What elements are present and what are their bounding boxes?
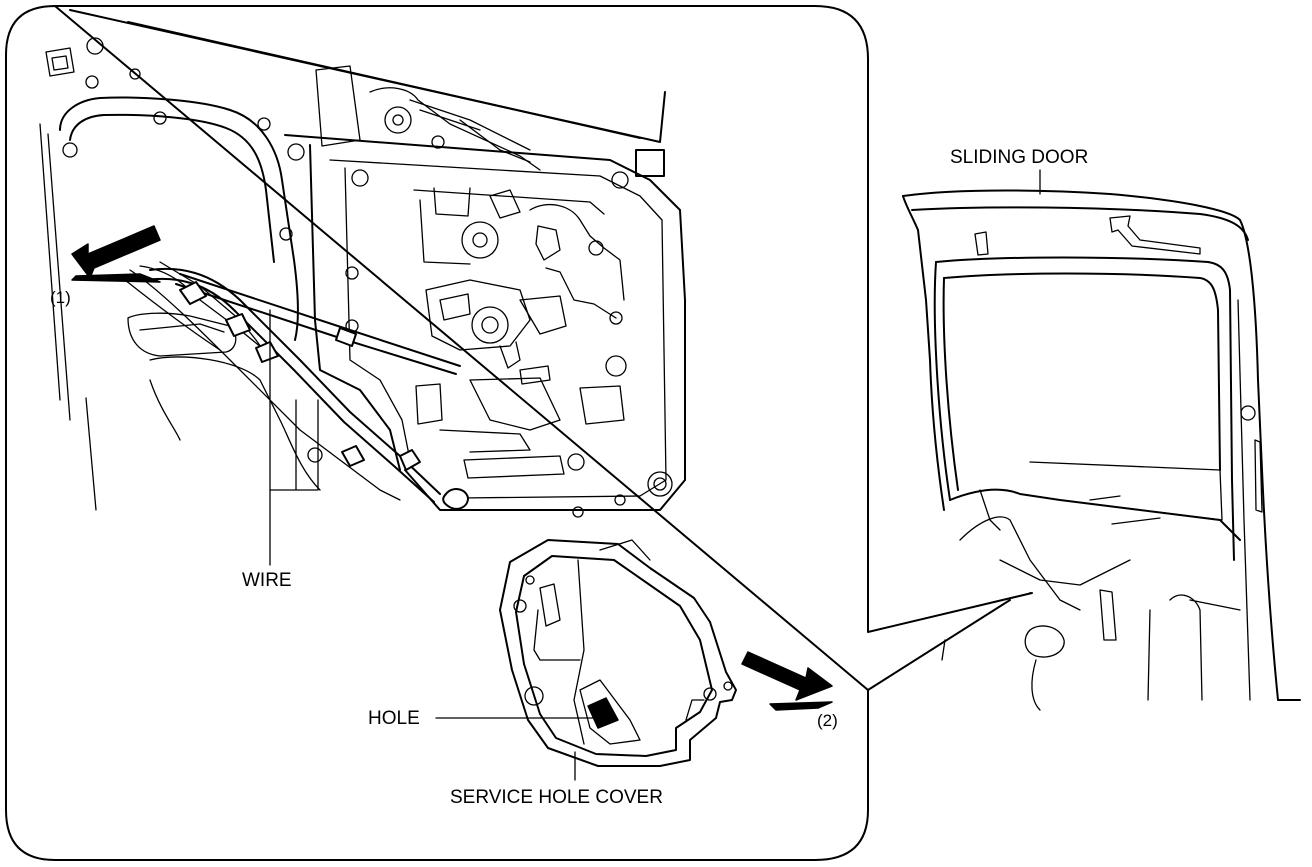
label-wire: WIRE	[242, 570, 292, 591]
sliding-door-overview	[902, 189, 1301, 711]
label-sliding-door: SLIDING DOOR	[950, 147, 1088, 168]
wire-cables	[119, 261, 469, 510]
door-inner-panel-detail	[39, 9, 686, 518]
wire-leader	[269, 309, 319, 566]
detail-frame	[5, 5, 1033, 861]
label-step-1: (1)	[50, 288, 71, 307]
service-hole-cover	[499, 539, 737, 767]
label-hole: HOLE	[368, 708, 420, 729]
label-service-hole-cover: SERVICE HOLE COVER	[450, 787, 663, 808]
direction-arrow-1	[71, 225, 161, 279]
label-step-2: (2)	[817, 711, 838, 730]
direction-arrow-2	[741, 651, 833, 701]
